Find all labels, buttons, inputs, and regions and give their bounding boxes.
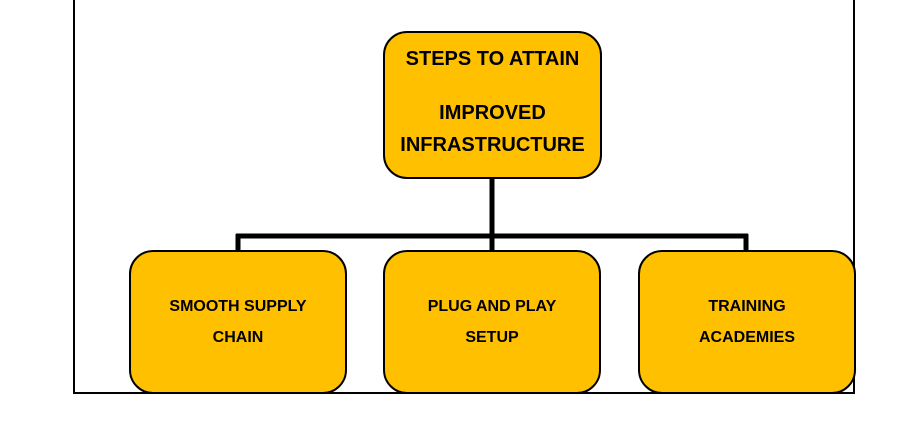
root-node-line-2: IMPROVED — [439, 102, 546, 124]
root-node-line-1: STEPS TO ATTAIN — [405, 48, 580, 70]
root-node: STEPS TO ATTAIN IMPROVED INFRASTRUCTURE — [383, 31, 602, 179]
child-node-smooth-supply-chain: SMOOTH SUPPLY CHAIN — [129, 250, 347, 394]
child-node-line-1: PLUG AND PLAY — [427, 297, 557, 315]
child-node-line-1: SMOOTH SUPPLY — [169, 297, 307, 315]
child-node-line-1: TRAINING — [708, 297, 786, 315]
child-node-training-academies: TRAINING ACADEMIES — [638, 250, 856, 394]
child-node-plug-and-play-setup: PLUG AND PLAY SETUP — [383, 250, 601, 394]
root-node-line-3: INFRASTRUCTURE — [400, 134, 585, 156]
child-node-line-2: CHAIN — [212, 329, 264, 346]
child-node-line-2: ACADEMIES — [698, 329, 795, 346]
child-node-line-2: SETUP — [465, 329, 519, 346]
